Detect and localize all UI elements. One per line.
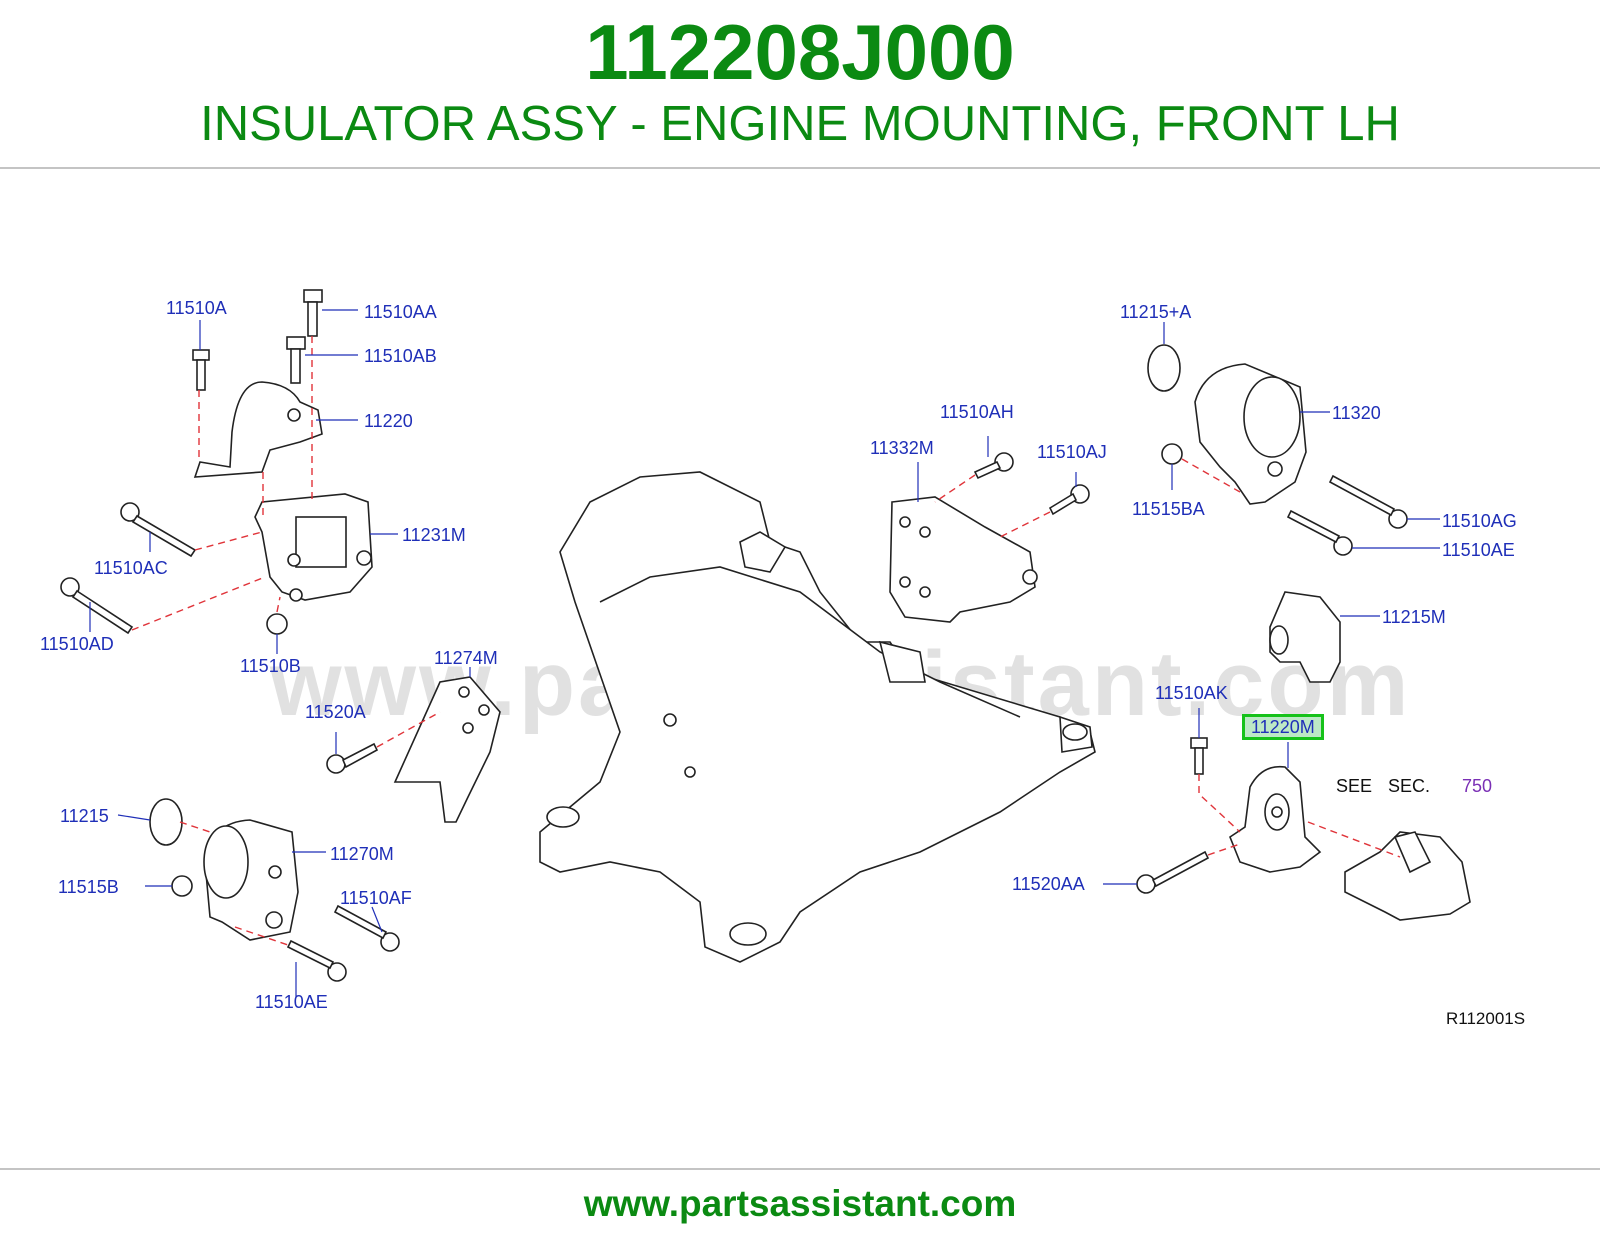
insulator-11320 <box>1194 363 1307 505</box>
footer-site-url[interactable]: www.partsassistant.com <box>583 1183 1017 1224</box>
bolt-11510AA <box>303 289 323 337</box>
callout-11332M[interactable]: 11332M <box>870 438 934 458</box>
callout-11220[interactable]: 11220 <box>364 411 413 431</box>
callout-11270M[interactable]: 11270M <box>330 844 394 864</box>
part-description: INSULATOR ASSY - ENGINE MOUNTING, FRONT … <box>200 97 1400 151</box>
callout-11510AB[interactable]: 11510AB <box>364 346 437 366</box>
callout-11515B[interactable]: 11515B <box>58 877 119 897</box>
bracket-11231M <box>254 493 373 602</box>
bolt-11510AE-left <box>286 939 347 982</box>
callout-11510AF[interactable]: 11510AF <box>340 888 412 908</box>
see-label: SEE <box>1336 776 1373 796</box>
nut-11515BA <box>1161 443 1183 465</box>
callout-11510AD[interactable]: 11510AD <box>40 634 114 654</box>
parts-diagram: www.partsassistant.com <box>0 172 1600 1168</box>
callout-11320[interactable]: 11320 <box>1332 403 1381 423</box>
diagram-drawing <box>60 289 1471 997</box>
header-divider <box>0 167 1600 169</box>
part-number-title: 112208J000 <box>585 8 1015 96</box>
bolt-11510AF <box>333 904 400 952</box>
callout-11520AA[interactable]: 11520AA <box>1012 874 1085 894</box>
callout-11215-A[interactable]: 11215+A <box>1120 302 1192 322</box>
page-header: 112208J000 INSULATOR ASSY - ENGINE MOUNT… <box>0 0 1600 170</box>
callout-11510AE-left[interactable]: 11510AE <box>255 992 328 1012</box>
footer-divider <box>0 1168 1600 1170</box>
bolt-11510AK <box>1190 737 1208 775</box>
callout-11510AK[interactable]: 11510AK <box>1155 683 1228 703</box>
insulator-11220M <box>1229 765 1322 873</box>
bolt-11510A <box>192 349 210 391</box>
callout-11274M[interactable]: 11274M <box>434 648 498 668</box>
callout-11510A[interactable]: 11510A <box>166 298 227 318</box>
section-750-link[interactable]: 750 <box>1462 776 1493 796</box>
bracket-11332M <box>889 496 1038 623</box>
insulator-11270M <box>203 819 299 941</box>
callout-11515BA[interactable]: 11515BA <box>1132 499 1205 519</box>
bolt-11510AC <box>120 502 197 558</box>
bracket-11274M <box>393 676 501 823</box>
callout-11510AC[interactable]: 11510AC <box>94 558 168 578</box>
callout-11510AG[interactable]: 11510AG <box>1442 511 1517 531</box>
callout-11510AE-right[interactable]: 11510AE <box>1442 540 1515 560</box>
nut-11510B <box>266 613 288 635</box>
callout-11215[interactable]: 11215 <box>60 806 109 826</box>
bolt-11520AA <box>1136 850 1210 894</box>
bolt-11520A <box>326 742 379 774</box>
bolt-11510AD <box>60 577 134 635</box>
bolt-11510AJ <box>1048 484 1090 516</box>
bolt-11510AH <box>973 452 1014 480</box>
washer-11215 <box>149 798 183 846</box>
callout-11520A[interactable]: 11520A <box>305 702 366 722</box>
callout-11510AH[interactable]: 11510AH <box>940 402 1014 422</box>
bolt-11510AB <box>286 336 306 384</box>
bolt-11510AE-right <box>1286 509 1353 556</box>
callout-11231M[interactable]: 11231M <box>402 525 466 545</box>
callout-11220M-highlighted[interactable]: 11220M <box>1242 714 1324 740</box>
reference-code: R112001S <box>1446 1009 1526 1028</box>
sec-label: SEC. <box>1388 776 1431 796</box>
callout-11510AJ[interactable]: 11510AJ <box>1037 442 1107 462</box>
washer-11215-A <box>1147 344 1181 392</box>
insulator-11220 <box>193 381 323 478</box>
callout-11510AA[interactable]: 11510AA <box>364 302 437 322</box>
stopper-11215M <box>1269 591 1341 683</box>
nut-11515B <box>171 875 193 897</box>
bracket-sec-750 <box>1344 831 1471 921</box>
bolt-11510AG <box>1328 474 1408 529</box>
engine-subframe <box>539 471 1096 963</box>
leader-lines <box>89 309 1440 997</box>
callout-11215M[interactable]: 11215M <box>1382 607 1446 627</box>
callout-11510B[interactable]: 11510B <box>240 656 301 676</box>
